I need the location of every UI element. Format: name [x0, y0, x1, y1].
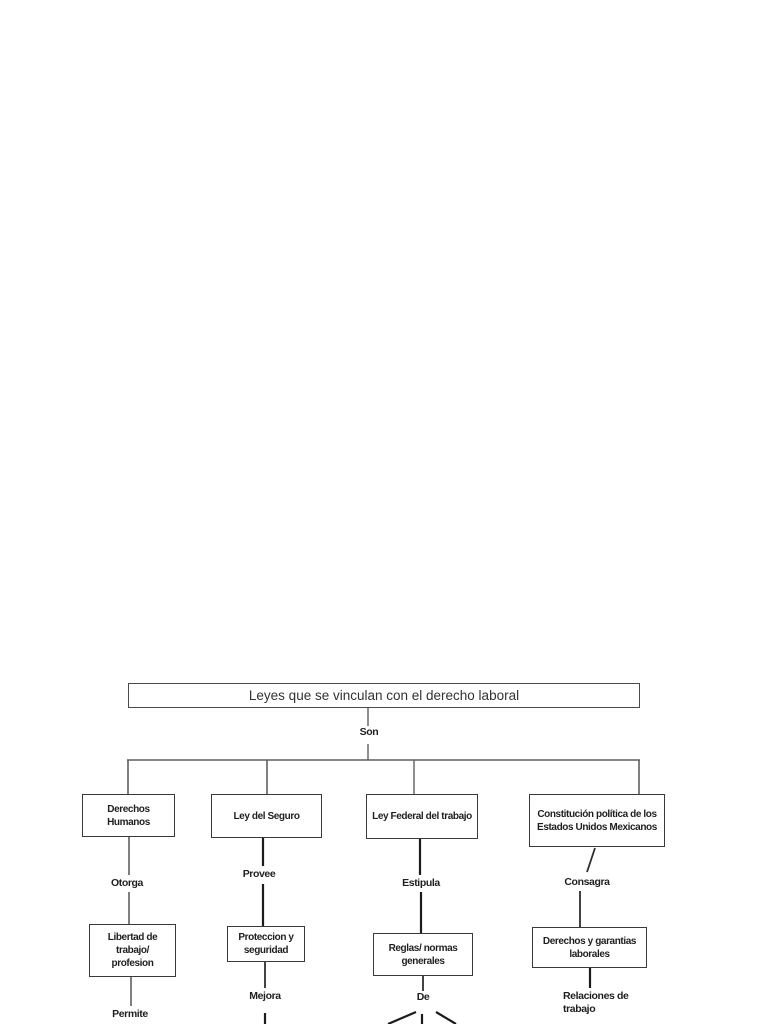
- law-box-ley-federal-del-trabajo: Ley Federal del trabajo: [366, 794, 478, 839]
- connector-label-permite: Permite: [112, 1008, 148, 1020]
- provision-box-libertad-de-trabajo: Libertad de trabajo/ profesion: [89, 924, 176, 977]
- connector-label-relaciones-de-trabajo: Relaciones de trabajo: [563, 990, 629, 1015]
- connector-label-otorga: Otorga: [110, 877, 144, 889]
- connector-label-mejora: Mejora: [249, 990, 281, 1002]
- connector-label-estipula: Estipula: [402, 877, 440, 889]
- law-box-ley-del-seguro: Ley del Seguro: [211, 794, 322, 838]
- law-box-constitucion-politica: Constitución política de los Estados Uni…: [529, 794, 665, 847]
- map-title: Leyes que se vinculan con el derecho lab…: [248, 688, 520, 703]
- map-title-box: Leyes que se vinculan con el derecho lab…: [128, 683, 640, 708]
- line-effect3-fan-left: [387, 1010, 417, 1024]
- connector-label-provee: Provee: [242, 868, 276, 880]
- provision-box-proteccion-y-seguridad: Proteccion y seguridad: [227, 926, 305, 962]
- line-law4-to-verb4: [586, 847, 596, 873]
- connector-label-de: De: [416, 991, 430, 1003]
- connector-label-son: Son: [359, 726, 379, 738]
- line-effect3-fan-right: [435, 1011, 457, 1024]
- law-box-derechos-humanos: Derechos Humanos: [82, 794, 175, 837]
- connector-label-consagra: Consagra: [564, 876, 610, 888]
- provision-box-reglas-normas-generales: Reglas/ normas generales: [373, 933, 473, 976]
- provision-box-derechos-y-garantias: Derechos y garantias laborales: [532, 927, 647, 968]
